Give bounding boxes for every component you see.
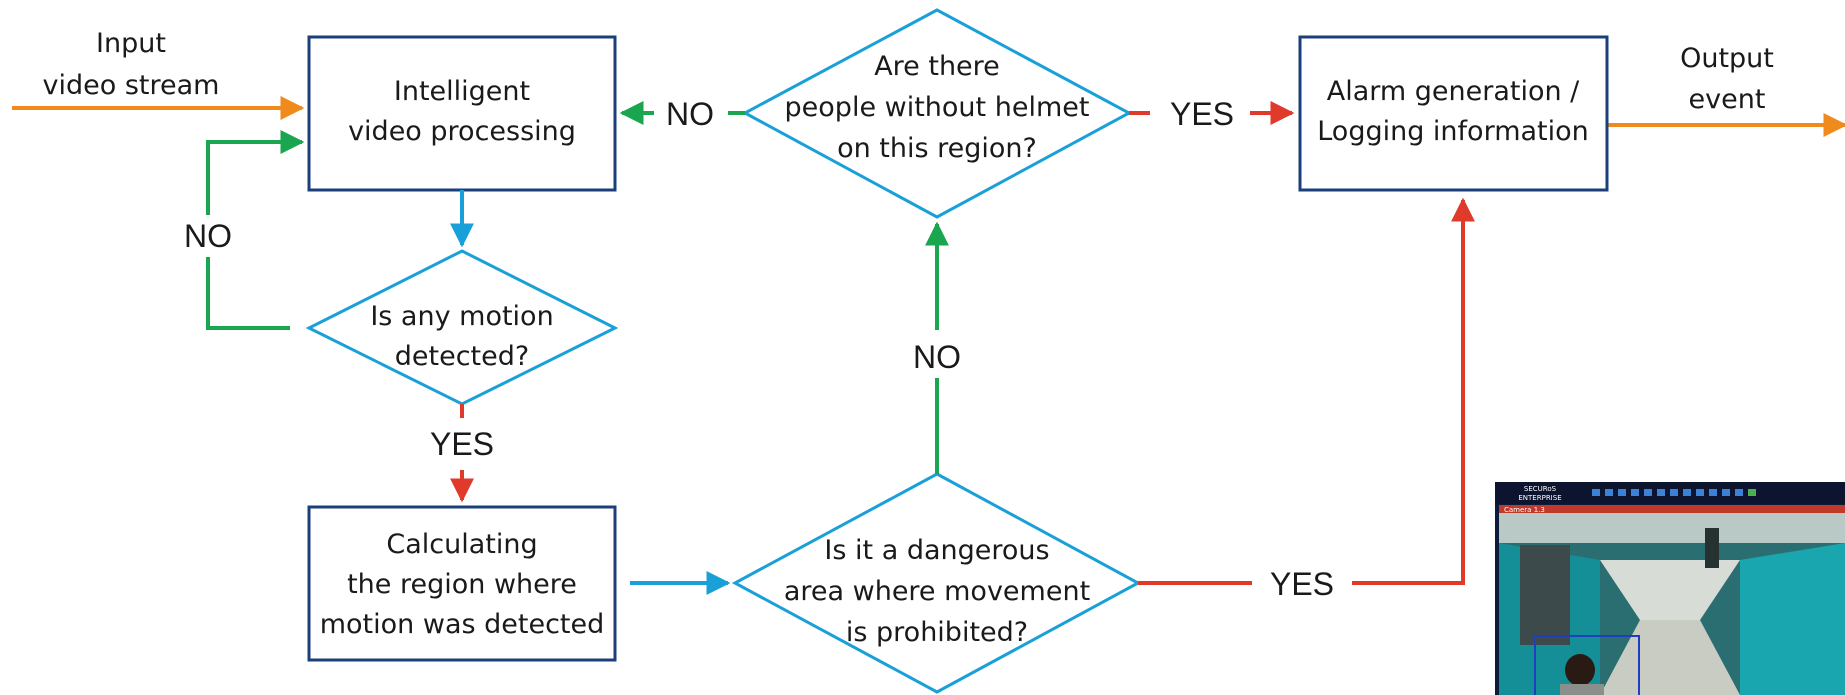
alarm-text-1: Alarm generation / bbox=[1327, 76, 1580, 107]
alarm-node: Alarm generation / Logging information bbox=[1298, 35, 1609, 192]
calc-region-text-2: the region where bbox=[347, 569, 577, 600]
danger-no-label: NO bbox=[913, 339, 961, 375]
helmet-no-label: NO bbox=[666, 96, 714, 132]
danger-yes-arrow bbox=[1352, 197, 1475, 585]
helmet-yes-label: YES bbox=[1170, 96, 1234, 132]
input-label-line2: video stream bbox=[43, 70, 220, 101]
motion-yes-label: YES bbox=[430, 426, 494, 462]
dangerous-area-text-3: is prohibited? bbox=[846, 617, 1028, 648]
helmet-check-text-1: Are there bbox=[874, 51, 1000, 82]
calc-region-text-1: Calculating bbox=[386, 529, 537, 560]
helmet-check-text-2: people without helmet bbox=[785, 92, 1090, 123]
screenshot-brand-line1: SECURoS bbox=[1524, 485, 1557, 493]
danger-yes-label: YES bbox=[1270, 566, 1334, 602]
output-label-line2: event bbox=[1689, 84, 1766, 115]
dangerous-area-text-1: Is it a dangerous bbox=[824, 535, 1049, 566]
dangerous-area-text-2: area where movement bbox=[784, 576, 1090, 607]
screenshot-brand-line2: ENTERPRISE bbox=[1518, 494, 1561, 502]
screenshot-tab-label: Camera 1.3 bbox=[1504, 506, 1545, 514]
output-label-line1: Output bbox=[1680, 43, 1774, 74]
alarm-text-2: Logging information bbox=[1317, 116, 1589, 147]
motion-no-label: NO bbox=[184, 218, 232, 254]
helmet-check-node: Are there people without helmet on this … bbox=[741, 8, 1133, 219]
dangerous-area-node: Is it a dangerous area where movement is… bbox=[731, 472, 1142, 694]
video-processing-text-1: Intelligent bbox=[394, 76, 530, 107]
motion-detected-text-1: Is any motion bbox=[370, 301, 553, 332]
calc-region-node: Calculating the region where motion was … bbox=[307, 505, 617, 662]
calc-region-text-3: motion was detected bbox=[320, 609, 605, 640]
motion-detected-text-2: detected? bbox=[395, 341, 529, 372]
motion-detected-node: Is any motion detected? bbox=[305, 249, 619, 406]
camera-screenshot: SECURoS ENTERPRISE Camera 1.3 bbox=[1495, 482, 1845, 695]
helmet-check-text-3: on this region? bbox=[837, 133, 1037, 164]
input-label-line1: Input bbox=[96, 28, 166, 59]
screenshot-toolbar bbox=[1592, 489, 1756, 496]
video-processing-text-2: video processing bbox=[348, 116, 576, 147]
video-processing-node: Intelligent video processing bbox=[307, 35, 617, 192]
